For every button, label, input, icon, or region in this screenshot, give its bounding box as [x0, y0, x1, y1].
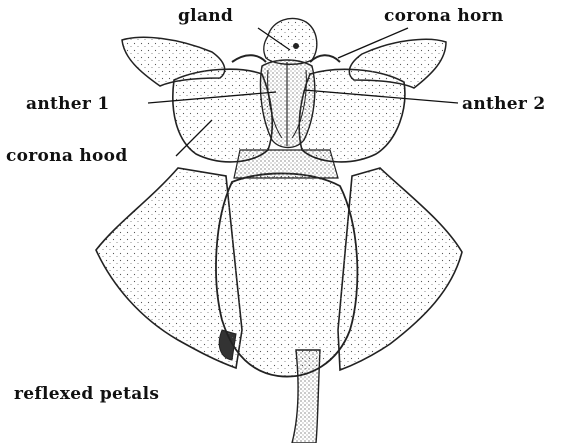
corona-horn-left	[232, 55, 266, 62]
label-reflexed-petals: reflexed petals	[14, 386, 159, 403]
central-reflexed-petal	[216, 173, 357, 376]
label-corona-hood: corona hood	[6, 148, 128, 165]
label-corona-horn: corona horn	[384, 8, 504, 25]
left-horn-flap	[122, 37, 225, 86]
label-anther-2: anther 2	[462, 96, 546, 113]
label-anther-1: anther 1	[26, 96, 110, 113]
gland-dot	[293, 43, 299, 49]
gland-cap	[264, 18, 317, 64]
label-gland: gland	[178, 8, 233, 25]
left-corona-hood	[173, 69, 272, 162]
